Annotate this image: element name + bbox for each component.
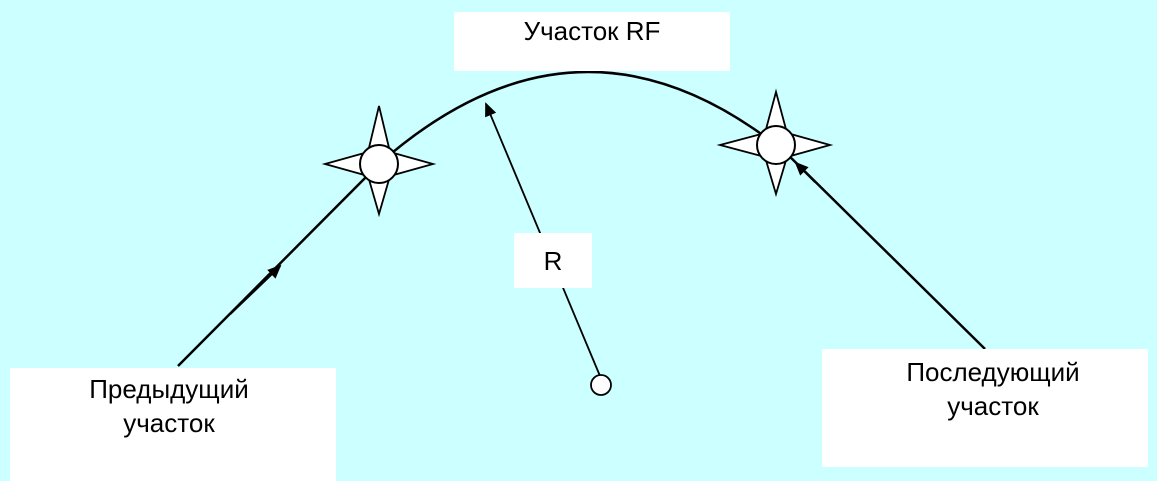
radius-label: R	[514, 233, 592, 288]
next-segment-arrow	[794, 161, 816, 183]
next-segment-label: Последующий участок	[822, 349, 1148, 467]
previous-segment-label: Предыдущий участок	[10, 368, 336, 481]
radius-text: R	[543, 245, 563, 276]
previous-segment-arrow	[229, 264, 282, 315]
next-segment-text-line1: Последующий	[906, 357, 1080, 387]
next-segment-text-line2: участок	[947, 391, 1039, 421]
rf-arc	[378, 70, 777, 165]
waypoint-star-icon	[321, 105, 437, 218]
previous-segment-text-line1: Предыдущий	[89, 374, 249, 404]
rf-segment-text: Участок RF	[523, 16, 661, 46]
waypoint-star-icon	[716, 88, 834, 198]
previous-segment-line	[177, 163, 380, 367]
previous-segment-text-line2: участок	[123, 408, 215, 438]
rf-segment-label: Участок RF	[454, 12, 730, 71]
arc-center-icon	[590, 374, 612, 396]
